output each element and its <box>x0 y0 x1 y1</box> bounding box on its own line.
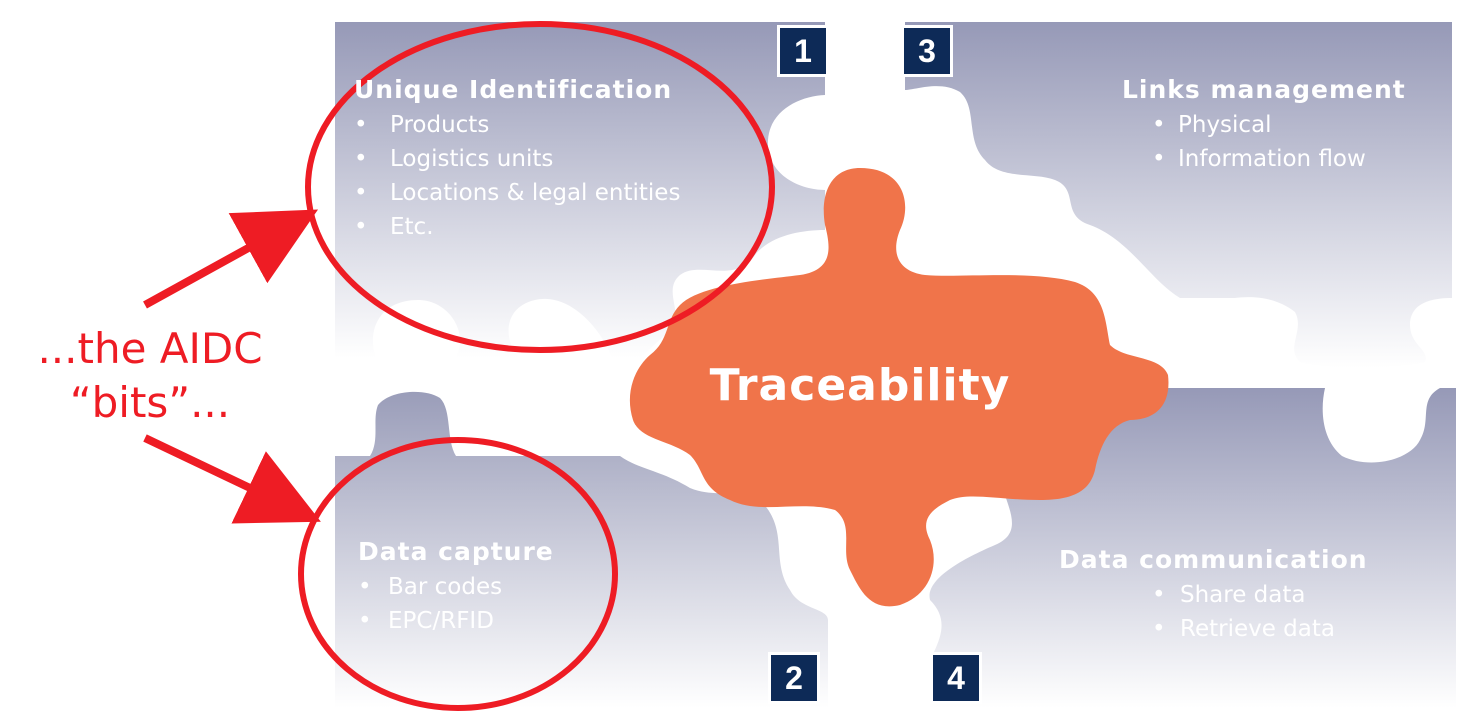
number-badge-2: 2 <box>768 652 820 704</box>
puzzle-piece-3 <box>905 22 1452 369</box>
list-item: •Products <box>354 112 490 138</box>
list-item: •Bar codes <box>358 574 503 600</box>
list-item: •Locations & legal entities <box>354 180 681 206</box>
arrow-to-circle-1 <box>143 209 319 309</box>
highlight-circle-2 <box>298 437 618 711</box>
quadrant-3-content: Links management •Physical •Information … <box>1122 75 1406 176</box>
list-item: •Information flow <box>1152 146 1366 172</box>
quadrant-2-content: Data capture •Bar codes •EPC/RFID <box>358 537 554 638</box>
quadrant-1-content: Unique Identification •Products •Logisti… <box>354 75 680 244</box>
arrow-to-circle-2 <box>143 434 321 524</box>
list-item: •Retrieve data <box>1152 616 1335 642</box>
aidc-annotation-line-1: ...the AIDC <box>37 324 263 373</box>
list-item: •EPC/RFID <box>358 608 494 634</box>
number-badge-1: 1 <box>777 25 829 77</box>
aidc-annotation: ...the AIDC “bits”... <box>0 322 300 430</box>
quadrant-4-title: Data communication <box>1059 545 1368 574</box>
quadrant-1-list: •Products •Logistics units •Locations & … <box>354 108 680 244</box>
highlight-circle-1 <box>305 21 775 353</box>
number-badge-4: 4 <box>930 652 982 704</box>
list-item: •Etc. <box>354 214 434 240</box>
quadrant-1-title: Unique Identification <box>354 75 673 104</box>
center-label: Traceability <box>709 360 1011 411</box>
puzzle-piece-1 <box>335 22 825 358</box>
quadrant-2-list: •Bar codes •EPC/RFID <box>358 570 554 638</box>
list-item: •Physical <box>1152 112 1272 138</box>
puzzle-piece-2 <box>335 391 828 708</box>
list-item: •Share data <box>1152 582 1306 608</box>
quadrant-2-title: Data capture <box>358 537 554 566</box>
quadrant-4-content: Data communication •Share data •Retrieve… <box>1059 545 1368 646</box>
quadrant-3-title: Links management <box>1122 75 1406 104</box>
aidc-annotation-line-2: “bits”... <box>69 378 231 427</box>
quadrant-4-list: •Share data •Retrieve data <box>1152 578 1368 646</box>
number-badge-3: 3 <box>901 25 953 77</box>
list-item: •Logistics units <box>354 146 554 172</box>
quadrant-3-list: •Physical •Information flow <box>1152 108 1406 176</box>
traceability-center-shape <box>629 168 1169 607</box>
